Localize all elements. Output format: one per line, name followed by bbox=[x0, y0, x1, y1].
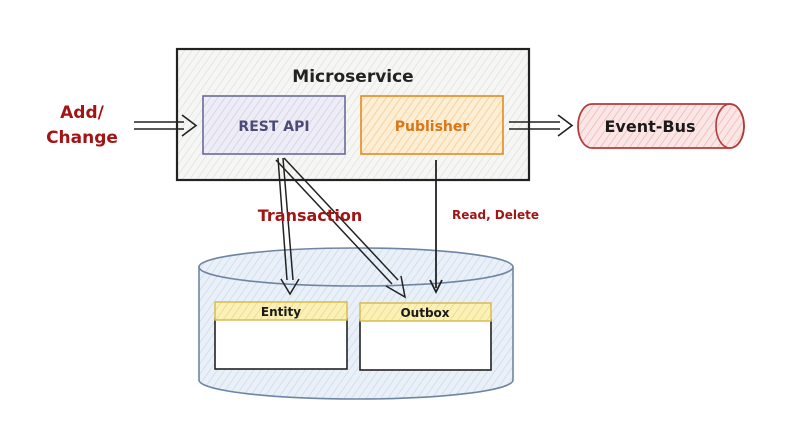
transaction-arrow-to-entity bbox=[277, 157, 300, 296]
rest-api-box: REST API bbox=[202, 95, 346, 155]
rest-api-label: REST API bbox=[238, 119, 309, 135]
entity-label: Entity bbox=[261, 305, 301, 319]
outbox-label: Outbox bbox=[400, 306, 449, 320]
transaction-arrow-to-outbox bbox=[275, 157, 407, 299]
event-bus-cylinder: Event-Bus bbox=[577, 103, 745, 149]
outbox-table: Outbox bbox=[359, 302, 492, 371]
transaction-label: Transaction bbox=[258, 206, 363, 225]
publisher-box: Publisher bbox=[360, 95, 504, 155]
event-bus-label: Event-Bus bbox=[605, 117, 696, 136]
add-change-label: Add/ Change bbox=[46, 103, 118, 148]
add-change-line2: Change bbox=[46, 128, 118, 148]
entity-table: Entity bbox=[214, 301, 348, 370]
microservice-title: Microservice bbox=[292, 67, 413, 87]
read-delete-label: Read, Delete bbox=[452, 208, 539, 222]
add-change-line1: Add/ bbox=[60, 103, 104, 123]
publisher-label: Publisher bbox=[395, 119, 470, 135]
arrow-input-to-rest-api bbox=[134, 114, 198, 137]
read-delete-arrow bbox=[429, 160, 443, 295]
arrow-publisher-to-event-bus bbox=[509, 114, 574, 137]
